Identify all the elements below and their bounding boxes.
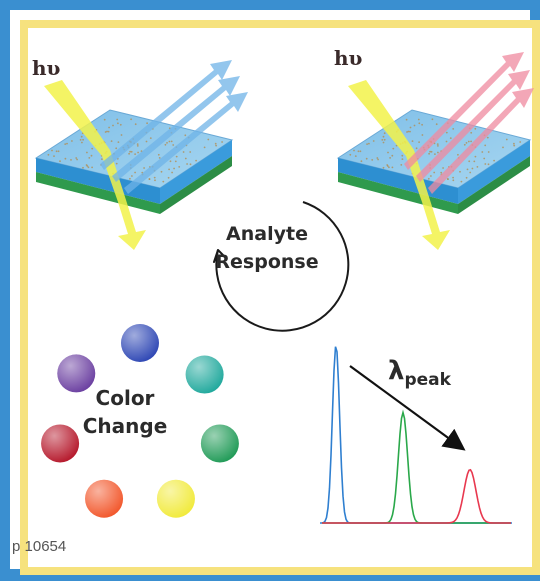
left-film-particles: [47, 118, 224, 183]
color-ball: [156, 479, 195, 518]
color-change-label: Color Change: [60, 384, 190, 440]
color-change-line1: Color: [95, 386, 155, 410]
lambda-subscript: peak: [404, 369, 451, 390]
color-ball: [185, 355, 224, 394]
photon-label-right: hυ: [334, 46, 363, 70]
analyte-response-cycle-arrow: [213, 201, 350, 332]
color-change-line2: Change: [82, 414, 168, 438]
right-reflected-beams: [404, 52, 534, 194]
cycle-label-line2: Response: [215, 251, 319, 273]
right-incident-beam: [348, 80, 450, 250]
right-film: [336, 109, 532, 214]
left-reflected-beams: [100, 60, 248, 194]
photon-label-left: hυ: [32, 56, 61, 80]
color-ball: [57, 354, 96, 393]
color-ball: [85, 479, 124, 518]
cycle-label-line1: Analyte: [226, 223, 308, 245]
color-ball: [200, 424, 239, 463]
page-reference: p 10654: [12, 538, 67, 555]
color-ball: [41, 424, 80, 463]
peak-shift-arrow: [349, 365, 466, 451]
color-wheel: [41, 324, 239, 518]
color-ball: [121, 324, 159, 362]
left-incident-beam: [44, 80, 146, 250]
spectra-plot: [320, 346, 512, 524]
spectrum-peak: [322, 468, 511, 524]
lambda-peak-label: λpeak: [388, 356, 451, 390]
lambda-symbol: λ: [388, 356, 405, 386]
cycle-label: Analyte Response: [202, 220, 332, 276]
spectrum-peak: [322, 409, 511, 524]
